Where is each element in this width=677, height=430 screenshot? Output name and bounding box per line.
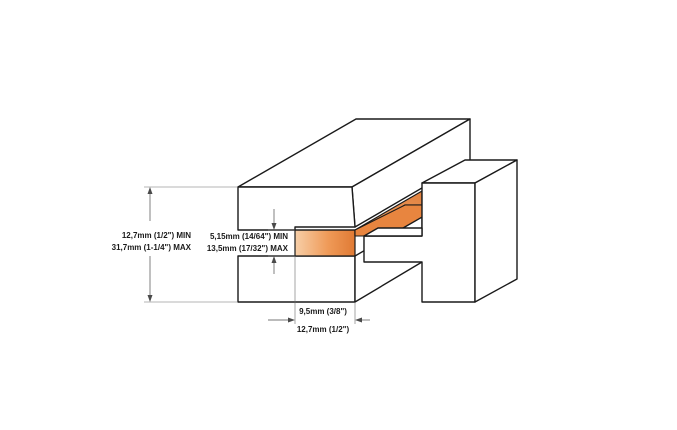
groove-min-label: 5,15mm (14/64") MIN	[210, 232, 288, 241]
tongued-board-side-face	[474, 159, 518, 303]
groove-arrow-bottom	[271, 256, 277, 263]
depth-dimension: 9,5mm (3/8") 12,7mm (1/2")	[268, 256, 370, 334]
height-arrow-top	[147, 187, 153, 194]
depth-arrow-left	[288, 317, 295, 323]
tongue-top-face	[363, 227, 423, 237]
height-max-label: 31,7mm (1-1/4") MAX	[112, 243, 192, 252]
groove-dimension: 5,15mm (14/64") MIN 13,5mm (17/32") MAX	[207, 209, 295, 274]
slotted-board-front-lower	[237, 255, 356, 303]
height-arrow-bottom	[147, 295, 153, 302]
depth-arrow-right	[355, 317, 362, 323]
tongued-board	[363, 159, 518, 303]
depth-min-label: 9,5mm (3/8")	[299, 307, 347, 316]
slot-front-face	[294, 229, 356, 257]
groove-max-label: 13,5mm (17/32") MAX	[207, 244, 289, 253]
height-min-label: 12,7mm (1/2") MIN	[122, 231, 191, 240]
slotted-board-front-upper	[237, 186, 356, 231]
groove-arrow-top	[271, 223, 277, 230]
slotted-board	[237, 118, 471, 303]
depth-max-label: 12,7mm (1/2")	[297, 325, 350, 334]
height-dimension: 12,7mm (1/2") MIN 31,7mm (1-1/4") MAX	[112, 186, 238, 303]
